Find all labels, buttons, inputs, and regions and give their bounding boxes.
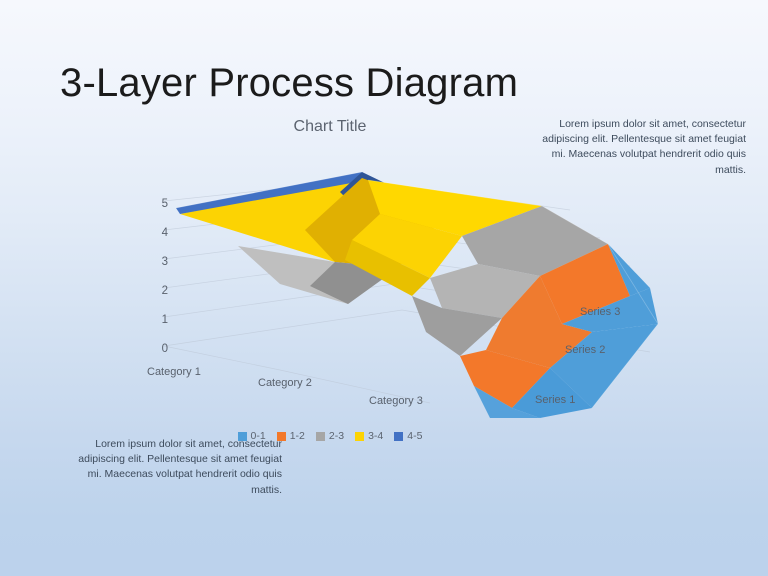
category-axis-labels: Category 1 Category 2 Category 3 [147, 366, 423, 407]
surface-band-3-4-edge [345, 240, 430, 296]
legend-label: 0-1 [250, 430, 266, 442]
legend-label: 4-5 [407, 430, 423, 442]
chart-title: Chart Title [293, 118, 367, 135]
y-tick-4: 4 [162, 227, 169, 239]
surface-band-0-1-mid [562, 288, 658, 332]
surface-band-0-1-upper [608, 244, 650, 296]
surface-mesh [175, 171, 659, 418]
surface-band-2-3-right-shade [412, 296, 502, 356]
y-tick-2: 2 [162, 285, 168, 297]
surface-band-0-1-tip [474, 386, 540, 418]
chart-legend[interactable]: 0-1 1-2 2-3 3-4 4-5 [130, 430, 530, 442]
y-tick-1: 1 [162, 314, 168, 326]
legend-item-4-5[interactable]: 4-5 [394, 430, 422, 442]
series-label-2: Series 2 [565, 344, 605, 356]
chart-plot-area: 5 4 3 2 1 0 Category 1 Category 2 Catego… [147, 171, 659, 418]
surface-edge-highlight-2 [367, 179, 659, 409]
legend-swatch-icon [394, 431, 404, 441]
y-axis-tick-labels: 5 4 3 2 1 0 [162, 198, 169, 355]
legend-swatch-icon [355, 431, 365, 441]
legend-item-0-1[interactable]: 0-1 [237, 430, 266, 442]
body-text-top-right: Lorem ipsum dolor sit amet, consectetur … [542, 118, 746, 176]
legend-swatch-icon [276, 431, 286, 441]
legend-label: 1-2 [289, 430, 305, 442]
series-label-3: Series 3 [580, 306, 620, 318]
legend-item-1-2[interactable]: 1-2 [276, 430, 305, 442]
legend-swatch-icon [237, 431, 247, 441]
surface-band-3-4-front [368, 180, 542, 236]
category-label-3: Category 3 [369, 395, 423, 407]
series-axis-labels: Series 3 Series 2 Series 1 [535, 306, 620, 406]
legend-item-3-4[interactable]: 3-4 [355, 430, 383, 442]
y-tick-0: 0 [162, 343, 168, 355]
surface-band-2-3-right [462, 206, 608, 276]
page-title: 3-Layer Process Diagram [60, 61, 519, 105]
surface-chart[interactable]: Chart Title [130, 118, 660, 458]
surface-band-0-1-lower [550, 324, 658, 408]
surface-band-4-5-crest [176, 172, 368, 214]
category-label-2: Category 2 [258, 377, 312, 389]
legend-label: 2-3 [328, 430, 345, 442]
legend-swatch-icon [315, 431, 325, 441]
y-tick-5: 5 [162, 198, 168, 210]
y-tick-3: 3 [162, 256, 168, 268]
category-label-1: Category 1 [147, 366, 201, 378]
surface-band-2-3-right-lower [430, 264, 540, 318]
body-text-bottom-left: Lorem ipsum dolor sit amet, consectetur … [78, 438, 282, 496]
surface-band-0-1-front [512, 368, 592, 418]
legend-item-2-3[interactable]: 2-3 [315, 430, 345, 442]
surface-band-1-2-lower [460, 350, 550, 408]
legend-label: 3-4 [368, 430, 384, 442]
surface-band-3-4-front-lower [352, 214, 462, 278]
surface-band-1-2-mid [486, 276, 592, 368]
surface-edge-highlight-1 [175, 171, 363, 209]
series-label-1: Series 1 [535, 394, 575, 406]
surface-band-1-2-upper [540, 244, 630, 324]
